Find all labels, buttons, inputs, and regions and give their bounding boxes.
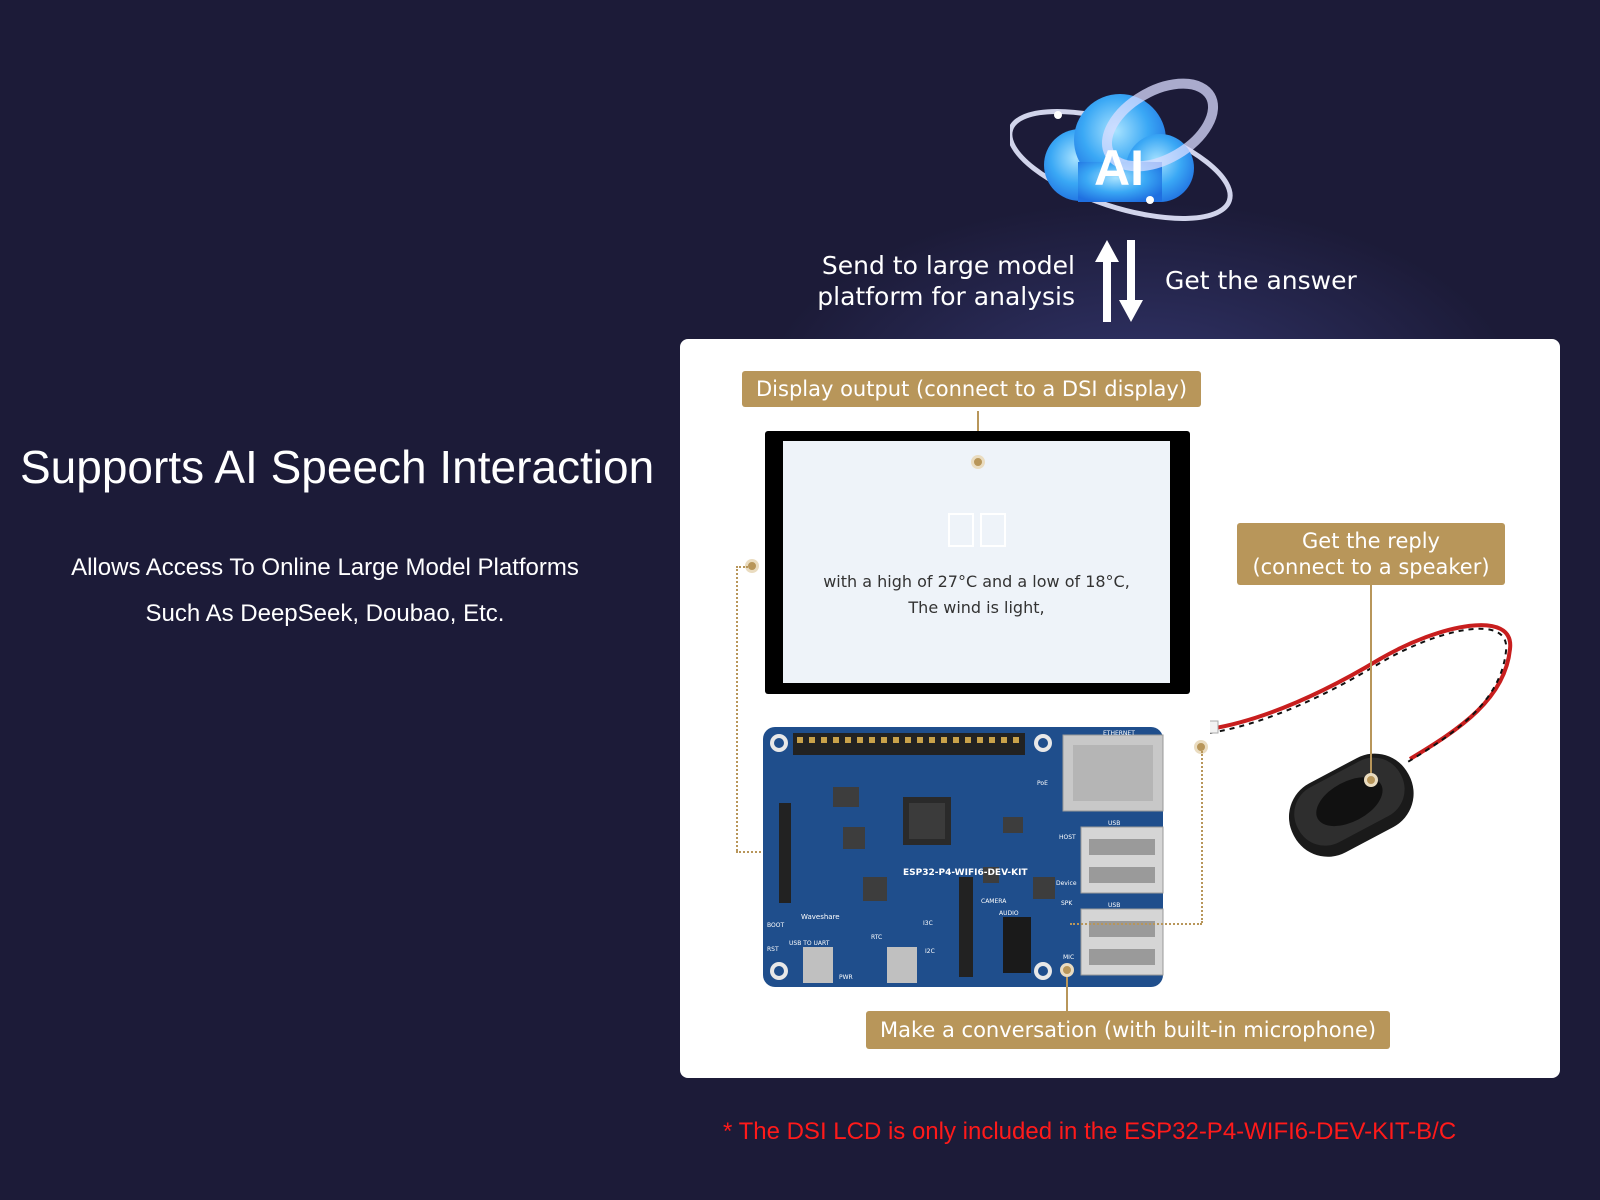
get-reply-label: Get the reply (connect to a speaker) <box>1237 523 1505 585</box>
page-subtitle: Allows Access To Online Large Model Plat… <box>40 545 610 637</box>
board-label-poe: PoE <box>1037 780 1048 787</box>
board-label-device: Device <box>1056 880 1077 887</box>
mic-connector-dot <box>1060 963 1074 977</box>
board-label-rtc: RTC <box>871 934 882 941</box>
ai-cloud-logo: AI <box>1010 78 1233 221</box>
board-label-spk: SPK <box>1061 900 1073 907</box>
lcd-text-line-2: The wind is light, <box>908 598 1045 617</box>
board-label-usb-2: USB <box>1108 902 1120 909</box>
dsi-lcd-display: with a high of 27°C and a low of 18°C, T… <box>765 431 1190 694</box>
subtitle-line-2: Such As DeepSeek, Doubao, Etc. <box>145 600 505 627</box>
board-brand-text: Waveshare <box>801 913 840 921</box>
board-label-host: HOST <box>1059 834 1076 841</box>
board-label-i2c: I2C <box>925 948 935 955</box>
reply-connector-line <box>1370 577 1372 777</box>
conversation-label: Make a conversation (with built-in micro… <box>866 1011 1391 1049</box>
display-output-label: Display output (connect to a DSI display… <box>742 371 1202 407</box>
reply-connector-dot <box>1364 773 1378 787</box>
left-dashed-top <box>736 566 748 568</box>
ai-logo-text: AI <box>1094 140 1144 196</box>
lcd-weather-text: with a high of 27°C and a low of 18°C, T… <box>783 569 1170 621</box>
board-label-rst: RST <box>767 946 779 953</box>
send-line-1: Send to large model <box>821 251 1075 280</box>
speaker-image <box>1210 623 1513 857</box>
right-dashed-bottom <box>1070 923 1202 925</box>
send-to-model-text: Send to large model platform for analysi… <box>817 250 1075 312</box>
board-name-text: ESP32-P4-WIFI6-DEV-KIT <box>903 868 1028 878</box>
display-connector-dot <box>971 455 985 469</box>
reply-line-1: Get the reply <box>1302 529 1440 553</box>
left-dashed-bottom <box>736 851 776 853</box>
board-label-usb-1: USB <box>1108 820 1120 827</box>
esp32-board-image: ESP32-P4-WIFI6-DEV-KIT Waveshare ETHERNE… <box>763 727 1164 987</box>
board-label-ethernet: ETHERNET <box>1103 730 1135 737</box>
get-answer-text: Get the answer <box>1165 266 1357 295</box>
lcd-weather-icon <box>783 513 1170 547</box>
demo-panel: Display output (connect to a DSI display… <box>680 339 1560 1078</box>
right-dashed-connector <box>1201 751 1203 923</box>
lcd-text-line-1: with a high of 27°C and a low of 18°C, <box>823 572 1130 591</box>
board-label-pwr: PWR <box>839 974 853 981</box>
board-label-mic: MIC <box>1063 954 1074 961</box>
board-label-boot: BOOT <box>767 922 784 929</box>
board-label-camera: CAMERA <box>981 898 1007 905</box>
board-label-audio: AUDIO <box>999 910 1019 917</box>
board-label-i3c: I3C <box>923 920 933 927</box>
up-down-arrows-icon <box>1095 240 1143 322</box>
lcd-screen: with a high of 27°C and a low of 18°C, T… <box>783 441 1170 683</box>
send-line-2: platform for analysis <box>817 282 1075 311</box>
page-title: Supports AI Speech Interaction <box>20 441 655 493</box>
reply-line-2: (connect to a speaker) <box>1252 555 1490 579</box>
mic-connector-line <box>1066 977 1068 1011</box>
footnote: * The DSI LCD is only included in the ES… <box>723 1118 1457 1145</box>
subtitle-line-1: Allows Access To Online Large Model Plat… <box>71 554 579 581</box>
board-label-usb-to-uart: USB TO UART <box>789 940 830 947</box>
left-dashed-connector <box>736 566 738 851</box>
